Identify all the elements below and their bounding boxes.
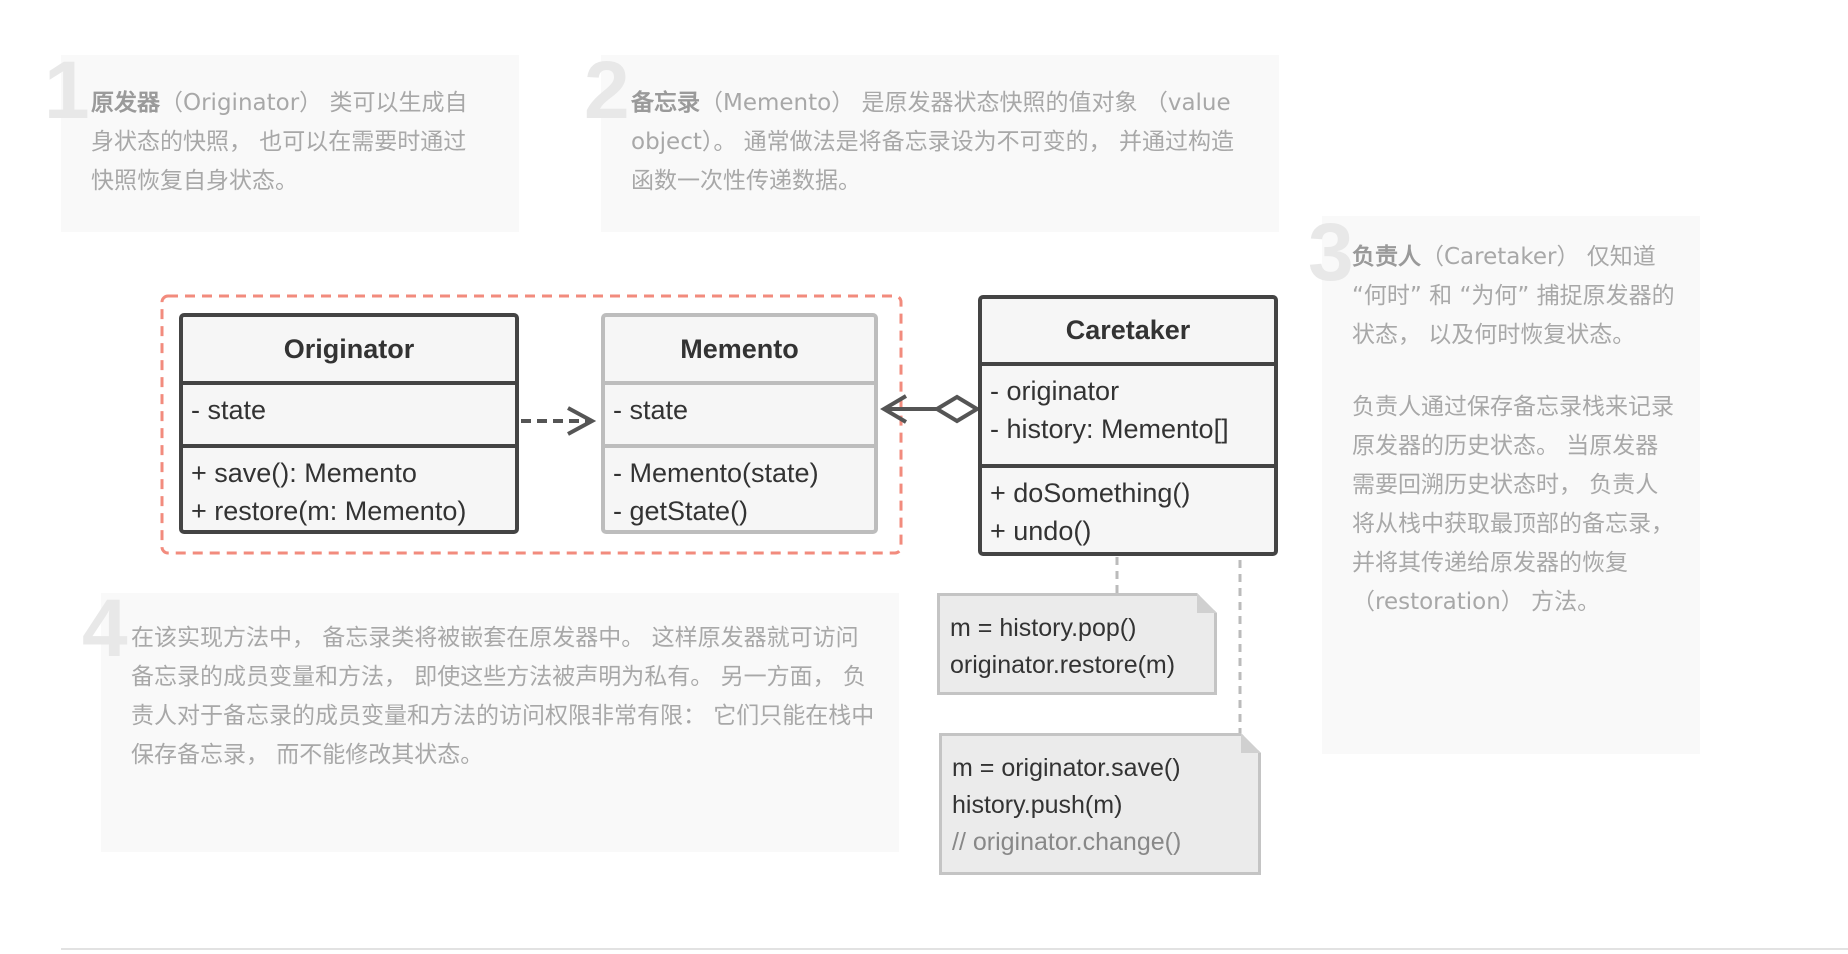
note-line: m = originator.save() [952, 754, 1181, 782]
method: + restore(m: Memento) [191, 496, 467, 526]
card-originator: 原发器（Originator） 类可以生成自身状态的快照， 也可以在需要时通过快… [61, 55, 519, 232]
note-comment: // originator.change() [952, 828, 1182, 856]
card-caretaker: 负责人（Caretaker） 仅知道 “何时” 和 “为何” 捕捉原发器的状态，… [1322, 216, 1700, 754]
method: + undo() [990, 516, 1092, 546]
class-memento: Memento - state - Memento(state) - getSt… [601, 313, 878, 534]
class-name: Originator [183, 317, 515, 385]
aggregation-arrow [880, 394, 981, 424]
method: + doSomething() [990, 478, 1191, 508]
card-bold: 负责人 [1352, 244, 1421, 270]
class-name: Caretaker [982, 299, 1274, 366]
field: - originator [990, 376, 1120, 406]
card-nested: 在该实现方法中， 备忘录类将被嵌套在原发器中。 这样原发器就可访问备忘录的成员变… [101, 593, 899, 852]
field: - state [613, 395, 689, 425]
note-undo: m = history.pop() originator.restore(m) [937, 593, 1217, 695]
note-line: originator.restore(m) [950, 651, 1176, 679]
step-number: 3 [1308, 207, 1354, 298]
step-number: 4 [82, 583, 128, 674]
note-dosomething: m = originator.save() history.push(m) //… [939, 733, 1261, 875]
card-text: 在该实现方法中， 备忘录类将被嵌套在原发器中。 这样原发器就可访问备忘录的成员变… [131, 625, 875, 768]
card-text-2: 负责人通过保存备忘录栈来记录原发器的历史状态。 当原发器需要回溯历史状态时， 负… [1352, 394, 1674, 615]
class-originator: Originator - state + save(): Memento + r… [179, 313, 519, 534]
note-line: history.push(m) [952, 791, 1123, 819]
step-number: 2 [584, 45, 630, 136]
nested-class-boundary [160, 294, 903, 555]
step-number: 1 [44, 45, 90, 136]
card-memento: 备忘录（Memento） 是原发器状态快照的值对象 （value object）… [601, 55, 1279, 232]
card-text: （Originator） 类可以生成自身状态的快照， 也可以在需要时通过快照恢复… [91, 90, 468, 194]
card-text: （Memento） 是原发器状态快照的值对象 （value object）。 通… [631, 90, 1234, 194]
dependency-arrow [521, 406, 597, 436]
class-caretaker: Caretaker - originator - history: Mement… [978, 295, 1278, 556]
note-fold [1241, 733, 1261, 753]
method: + save(): Memento [191, 458, 417, 488]
note-line: m = history.pop() [950, 614, 1137, 642]
method: - getState() [613, 496, 749, 526]
card-bold: 原发器 [91, 90, 160, 116]
method: - Memento(state) [613, 458, 819, 488]
field: - state [191, 395, 267, 425]
card-text: （Caretaker） 仅知道 “何时” 和 “为何” 捕捉原发器的状态， 以及… [1352, 244, 1675, 348]
field: - history: Memento[] [990, 414, 1229, 444]
note-fold [1197, 593, 1217, 613]
card-bold: 备忘录 [631, 90, 700, 116]
class-name: Memento [605, 317, 874, 385]
